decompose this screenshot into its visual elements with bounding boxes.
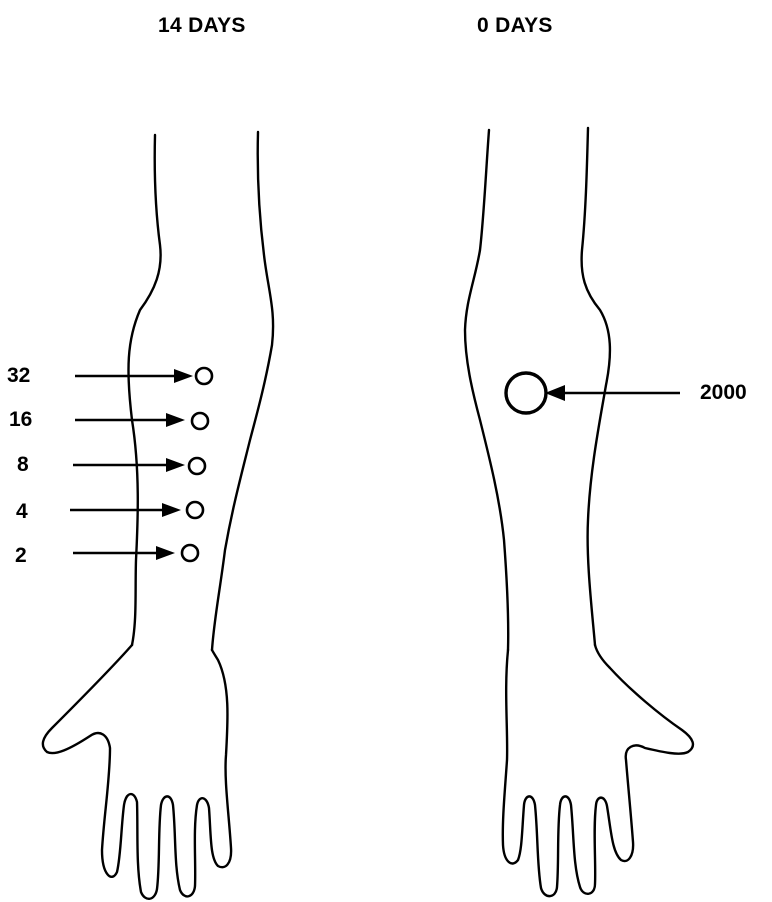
injection-site-2000 (506, 373, 546, 413)
injection-site-4 (187, 502, 203, 518)
left-arm-outline (43, 132, 273, 899)
arrow-dose-16 (75, 413, 185, 427)
injection-site-16 (192, 413, 208, 429)
arrow-dose-2 (73, 546, 175, 560)
injection-site-8 (189, 458, 205, 474)
injection-site-2 (182, 545, 198, 561)
arrow-dose-32 (75, 369, 193, 383)
arrow-dose-2000 (545, 385, 680, 401)
injection-site-32 (196, 368, 212, 384)
arrow-dose-4 (70, 503, 181, 517)
right-arm-outline (465, 128, 693, 896)
arrow-dose-8 (73, 458, 185, 472)
